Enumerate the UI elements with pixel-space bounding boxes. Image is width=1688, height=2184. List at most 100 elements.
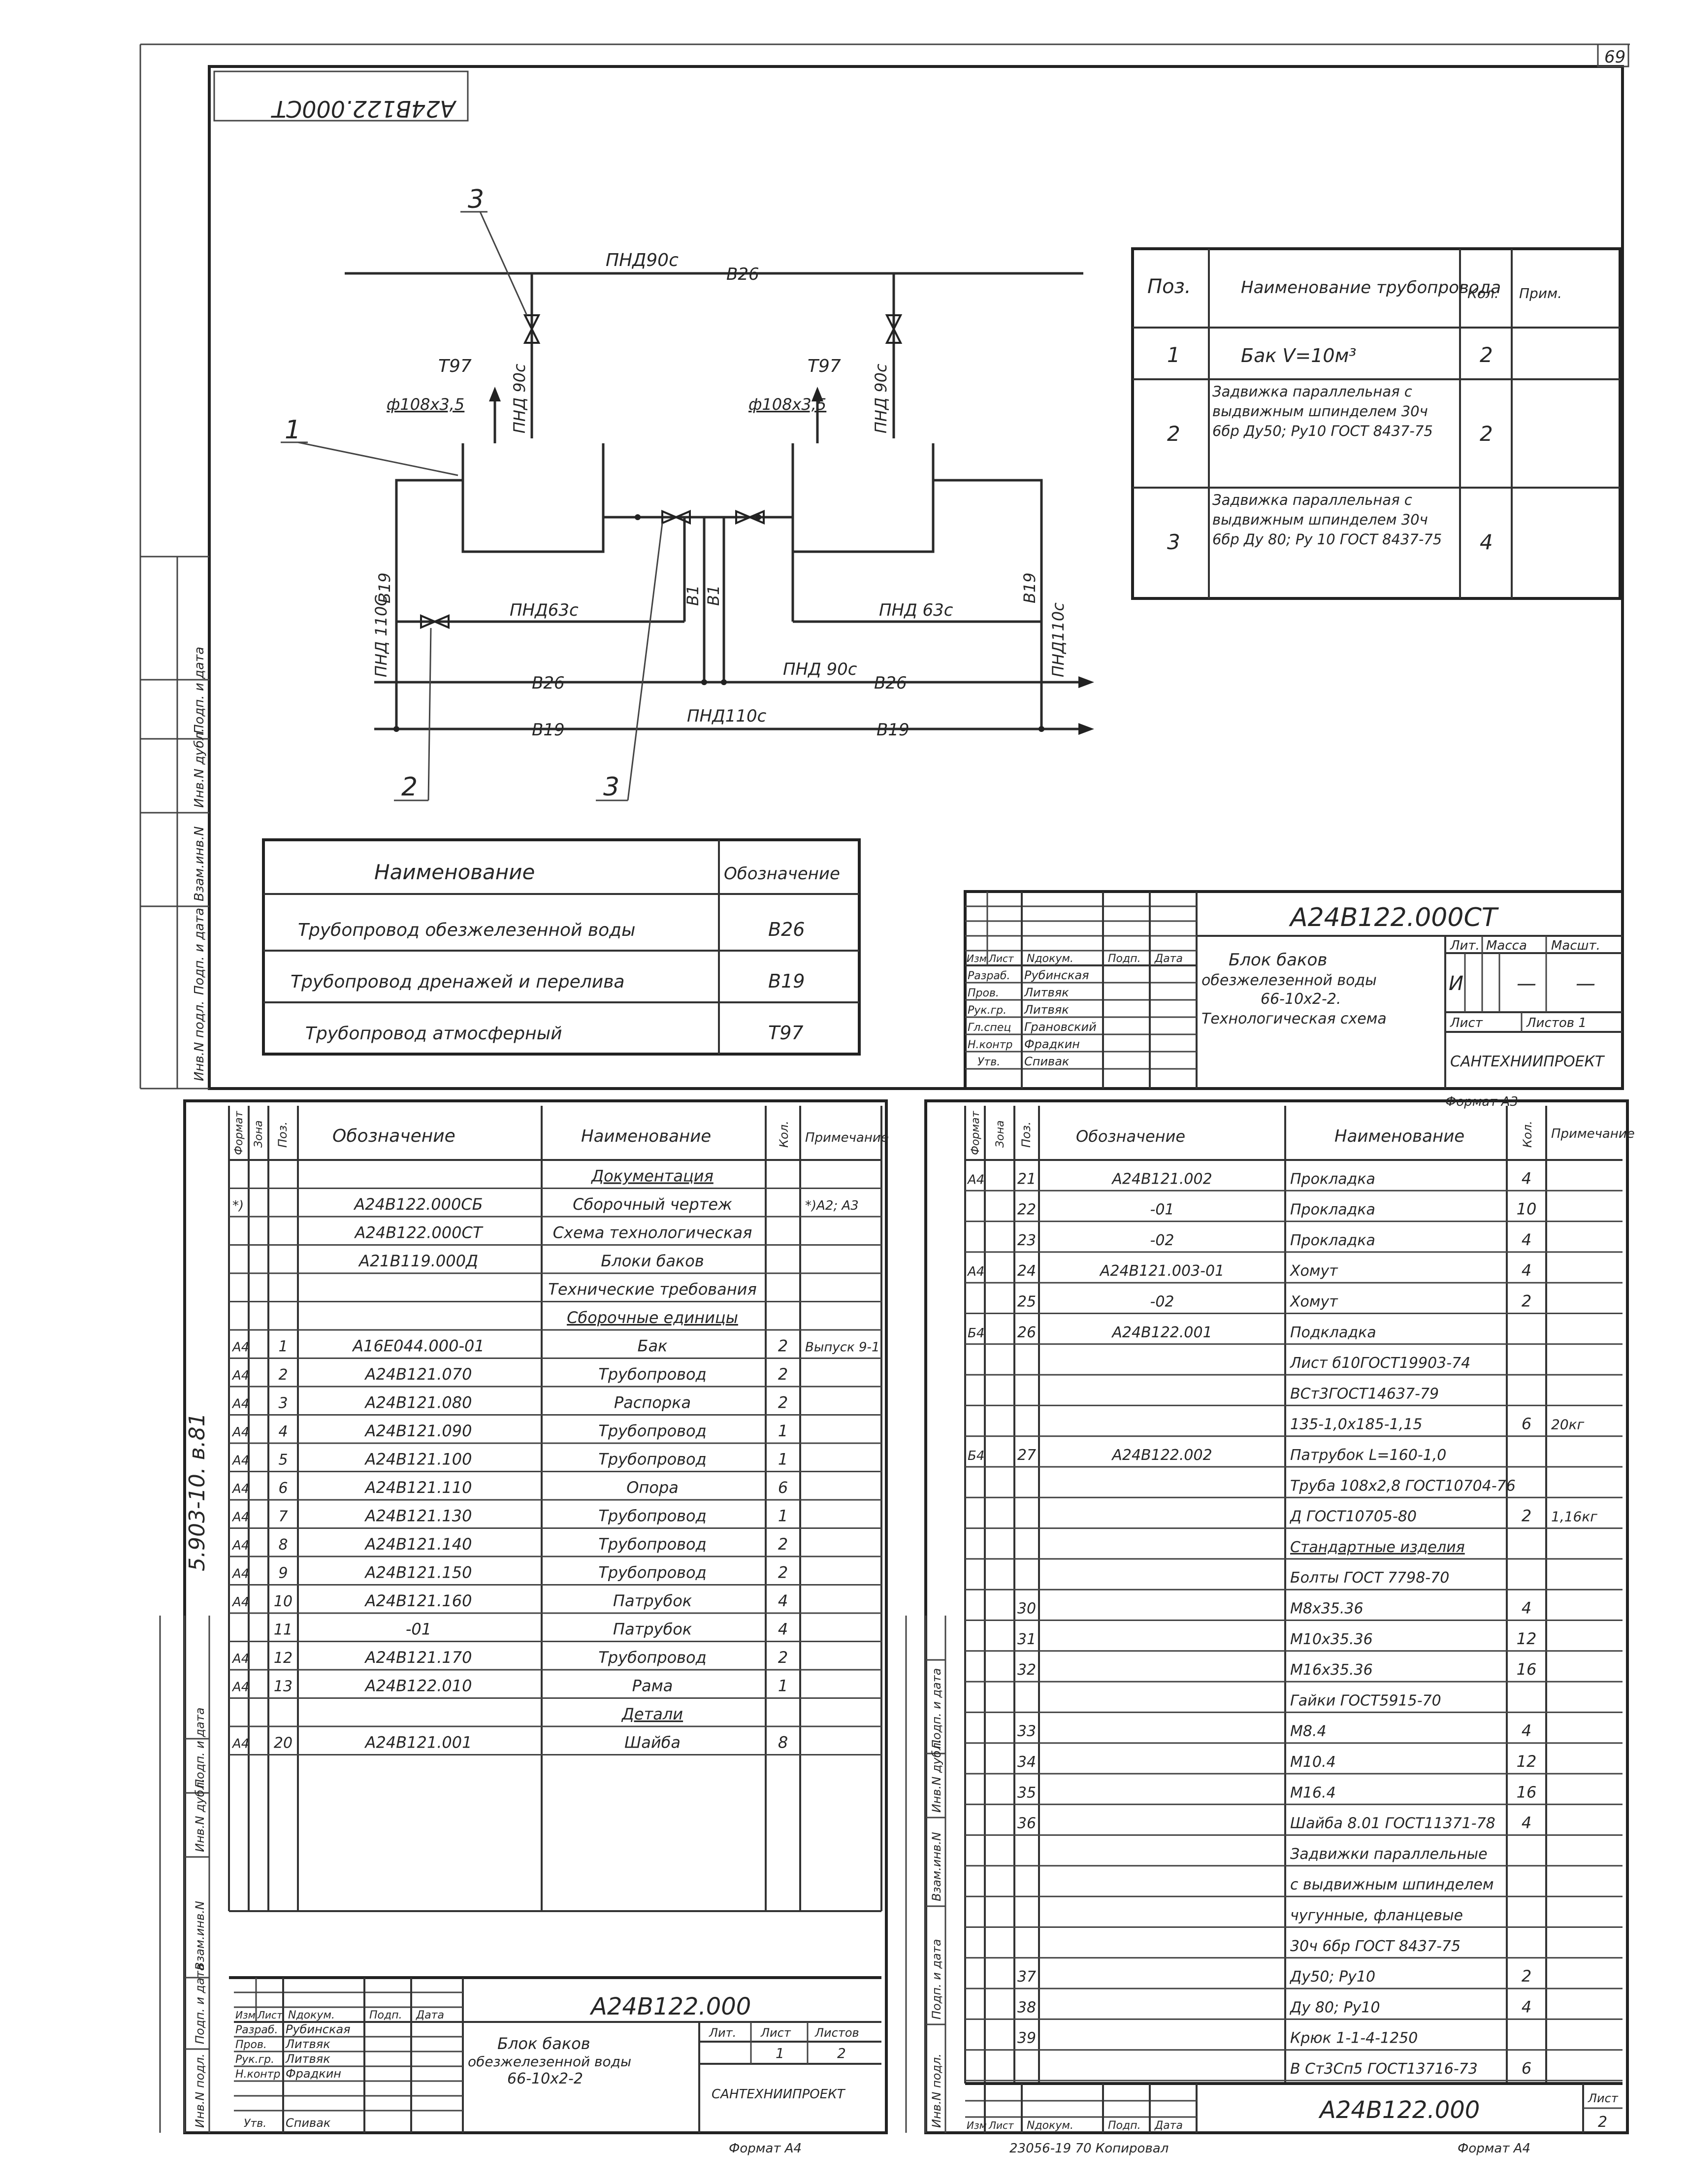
spec-cell-q: 2 (778, 1365, 788, 1384)
spec-cell-n: Д ГОСТ10705-80 (1289, 1508, 1417, 1525)
spec-cell-n: Патрубок (613, 1620, 692, 1639)
pipe-label: ПНД110с (1049, 602, 1068, 677)
col-head: Лист (988, 953, 1014, 964)
spec-cell-f: А4 (231, 1510, 249, 1525)
spec-cell-n: Прокладка (1290, 1170, 1375, 1188)
spec-cell-q: 6 (778, 1478, 788, 1497)
role: Утв. (244, 2118, 266, 2130)
role: Пров. (968, 987, 999, 999)
pipe-label: ПНД110с (687, 706, 767, 726)
role: Гл.спец (968, 1022, 1011, 1034)
col-head: Подп. (1108, 2119, 1141, 2132)
spec-cell-n: Трубопровод (598, 1563, 706, 1582)
title-line: 66-10х2-2 (507, 2070, 583, 2087)
role-name: Литвяк (1024, 986, 1069, 999)
col-head: Подп. (1108, 953, 1141, 965)
spec-cell-p: 33 (1017, 1723, 1036, 1740)
pipe-label: ф108х3,5 (387, 395, 464, 414)
role-name: Литвяк (1024, 1003, 1069, 1017)
spec-header-note: Прим. (1519, 285, 1562, 301)
listov-label: Листов (814, 2026, 859, 2040)
spec-cell-d: А24В122.000СТ (354, 1224, 484, 1242)
arrow-up-icon (812, 387, 823, 401)
spec-cell: 3 (1167, 530, 1180, 554)
role: Н.контр (235, 2068, 280, 2081)
sheet-label: Лист (1450, 1016, 1483, 1030)
spec-cell-d: А24В121.170 (364, 1648, 472, 1667)
spec-cell-p: 12 (274, 1650, 292, 1667)
role: Пров. (235, 2039, 267, 2051)
spec-cell-q: 2 (778, 1393, 788, 1412)
title-line: 66-10х2-2. (1261, 991, 1341, 1008)
legend-cell: Трубопровод атмосферный (305, 1024, 562, 1044)
spec-cell-n: Прокладка (1290, 1232, 1375, 1249)
spec-cell-p: 4 (278, 1423, 288, 1440)
col-head: Примечание (805, 1130, 889, 1145)
col-head: Nдокум. (1027, 2119, 1073, 2132)
col-head: Примечание (1551, 1126, 1635, 1141)
spec-cell-n: Детали (621, 1705, 683, 1723)
title-line: обезжелезенной воды (1201, 972, 1377, 989)
spec-cell-n: Патрубок (613, 1591, 692, 1610)
massa-value: — (1517, 972, 1536, 995)
spec-cell-p: 3 (278, 1395, 288, 1412)
col-head: Подп. (369, 2009, 402, 2021)
spec-cell-q: 6 (1522, 1415, 1531, 1433)
spec-cell-r: 20кг (1551, 1417, 1585, 1433)
spec-cell-d: А24В121.002 (1111, 1170, 1212, 1188)
spec-cell-d: -01 (406, 1620, 431, 1639)
spec-cell: 4 (1480, 530, 1493, 554)
side-stamp-top: Инв.N подл. Подп. и дата Взам.инв.N Инв.… (192, 647, 207, 1081)
spec-table: Поз. Наименование трубопровода Кол. Прим… (1131, 247, 1622, 600)
side-label: Инв.N подл. (192, 1000, 207, 1081)
side-label: Инв.N дубл. (192, 728, 207, 808)
spec-cell-p: 23 (1017, 1232, 1036, 1249)
title-line: обезжелезенной воды (468, 2053, 631, 2070)
pipe-label: ПНД 90с (872, 364, 890, 433)
spec-cell-n: Лист б10ГОСТ19903-74 (1290, 1355, 1470, 1372)
list-label: Лист (760, 2026, 791, 2040)
pipe-label: Т97 (438, 356, 472, 376)
spec-cell-n: Трубопровод (598, 1365, 706, 1384)
spec-cell-n: Шайба 8.01 ГОСТ11371-78 (1290, 1815, 1495, 1832)
spec-cell-q: 2 (778, 1337, 788, 1356)
pipe-label: ПНД 90с (510, 364, 529, 433)
col-head: Изм (967, 2119, 987, 2131)
role-name: Грановский (1024, 1020, 1097, 1034)
spec-cell-q: 4 (1522, 1230, 1531, 1249)
pipe-label: В26 (532, 673, 565, 693)
spec-cell-p: 36 (1017, 1815, 1036, 1832)
spec-cell-n: Трубопровод (598, 1422, 706, 1440)
spec-cell-p: 6 (278, 1480, 288, 1497)
spec-cell-n: Блоки баков (601, 1252, 704, 1270)
spec-cell-n: ВСт3ГОСТ14637-79 (1290, 1385, 1439, 1402)
spec-cell: 2 (1480, 343, 1493, 367)
spec-cell-q: 2 (778, 1648, 788, 1667)
side-stamp-bottom-left: Инв.N подл. Подп. и дата Взам.инв.N Инв.… (193, 1708, 207, 2128)
col-head: Зона (253, 1121, 265, 1148)
spec-cell-p: 30 (1017, 1600, 1036, 1618)
spec-cell-n: Схема технологическая (553, 1224, 752, 1242)
side-label: Подп. и дата (192, 647, 207, 734)
spec-cell-d: А24В121.160 (364, 1591, 472, 1610)
role-name: Литвяк (285, 2052, 330, 2066)
spec-cell-n: М16.4 (1290, 1784, 1336, 1801)
valve-icon (420, 614, 450, 629)
spec-cell-d: А24В121.080 (364, 1393, 472, 1412)
stamp-top: А24В122.000СТ (270, 96, 457, 122)
spec-cell-n: Трубопровод (598, 1507, 706, 1525)
spec-header-pos: Поз. (1147, 275, 1191, 298)
copy-note: 23056-19 70 Копировал (1009, 2141, 1169, 2156)
spec-cell-n: М10х35.36 (1290, 1631, 1373, 1648)
side-label: Подп. и дата (930, 1668, 943, 1749)
col-head: Дата (1154, 953, 1183, 965)
spec-cell-p: 9 (278, 1565, 288, 1582)
callout-3: 3 (468, 185, 484, 214)
col-head: Дата (416, 2009, 444, 2021)
callout-1: 1 (285, 415, 301, 445)
spec-cell-q: 1 (778, 1507, 788, 1525)
spec-cell-d: А24В122.002 (1111, 1447, 1212, 1464)
